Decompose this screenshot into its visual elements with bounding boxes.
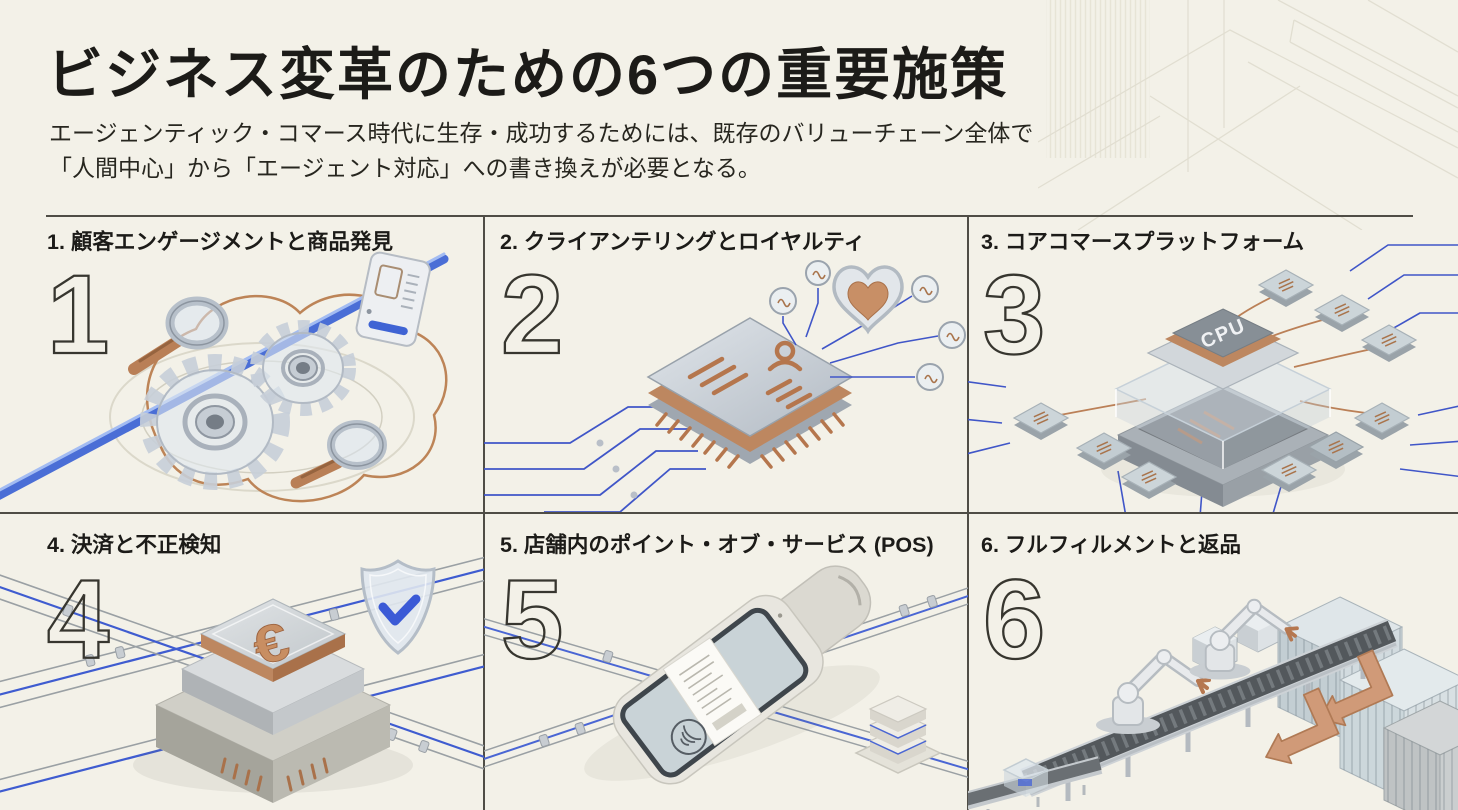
robot-arm-icon [1096,649,1211,734]
circuit-trace-icon [484,406,706,512]
svg-text:2: 2 [501,252,563,375]
panel-1-title: 1. 顧客エンゲージメントと商品発見 [47,230,393,254]
panel-1-number: 1 [46,251,111,375]
svg-text:6: 6 [983,557,1045,680]
panel-5-title: 5. 店舗内のポイント・オブ・サービス (POS) [500,533,934,557]
product-card-icon [355,251,431,347]
panel-4-payment-fraud: 4. 決済と不正検知 4 [0,513,484,810]
cpu-stack-icon: CPU [1101,308,1345,507]
panel-6-number: 6 [982,556,1047,680]
blueprint-background-decoration [1038,0,1458,230]
contactless-icon [670,718,707,755]
grid-rule-vertical-2 [967,215,969,810]
payment-fraud-illustration: € [0,556,484,803]
return-arrows-icon [1265,649,1394,765]
panel-5-pos: 5. 店舗内のポイント・オブ・サービス (POS) 5 [484,513,968,810]
customer-chip-icon [646,317,854,469]
svg-text:5: 5 [501,557,563,680]
receipt-icon [662,637,762,747]
panel-6-title: 6. フルフィルメントと返品 [981,533,1241,557]
panel-4-title: 4. 決済と不正検知 [47,533,222,557]
payment-platform-icon: € [133,598,413,803]
grid-rule-vertical-1 [483,215,485,810]
panel-2-clienteling-loyalty: 2. クライアンテリングとロイヤルティ 2 [484,217,968,512]
trace-beads [596,439,638,499]
svg-text:3: 3 [983,252,1045,375]
subtitle-line-2: 「人間中心」から「エージェント対応」への書き換えが必要となる。 [49,155,761,181]
satellite-chip-icon [1012,269,1418,499]
panel-6-fulfillment-returns: 6. フルフィルメントと返品 6 [968,513,1458,810]
panel-5-number: 5 [500,556,565,680]
svg-text:4: 4 [47,557,109,680]
panel-2-title: 2. クライアンテリングとロイヤルティ [500,230,866,254]
svg-text:1: 1 [47,252,109,375]
page-title: ビジネス変革のための6つの重要施策 [47,43,1009,106]
gears-discovery-illustration [0,251,449,503]
panel-2-number: 2 [500,251,565,375]
magnifier-icon-2 [290,420,387,489]
gear-icon [140,354,290,490]
edge-wires [968,244,1458,512]
grid-rule-top [46,215,1413,217]
robot-arm-icon-2 [1189,598,1299,680]
magnifier-icon [128,296,229,375]
shield-check-icon [360,559,436,655]
server-stack-icon [854,695,942,774]
grid-rule-middle [0,512,1458,514]
gear-icon-small [250,320,356,416]
page-subtitle: エージェンティック・コマース時代に生存・成功するためには、既存のバリューチェーン… [49,116,1033,186]
fulfillment-returns-illustration [968,596,1458,810]
pos-terminal-illustration [484,565,968,785]
chip-loyalty-illustration [484,260,966,512]
subtitle-line-1: エージェンティック・コマース時代に生存・成功するためには、既存のバリューチェーン… [49,120,1034,146]
panel-3-title: 3. コアコマースプラットフォーム [981,230,1305,254]
heart-icon [832,265,904,335]
loyalty-node-icon [769,260,966,391]
panel-3-number: 3 [982,251,1047,375]
small-conveyor [968,756,1103,810]
pos-terminal-icon [612,565,872,785]
wire-beads [538,595,938,747]
panel-1-customer-engagement: 1. 顧客エンゲージメントと商品発見 1 [0,217,484,512]
panel-3-core-commerce-platform: 3. コアコマースプラットフォーム 3 [968,217,1458,512]
cpu-platform-illustration: CPU [968,244,1458,512]
panel-4-number: 4 [46,556,111,680]
